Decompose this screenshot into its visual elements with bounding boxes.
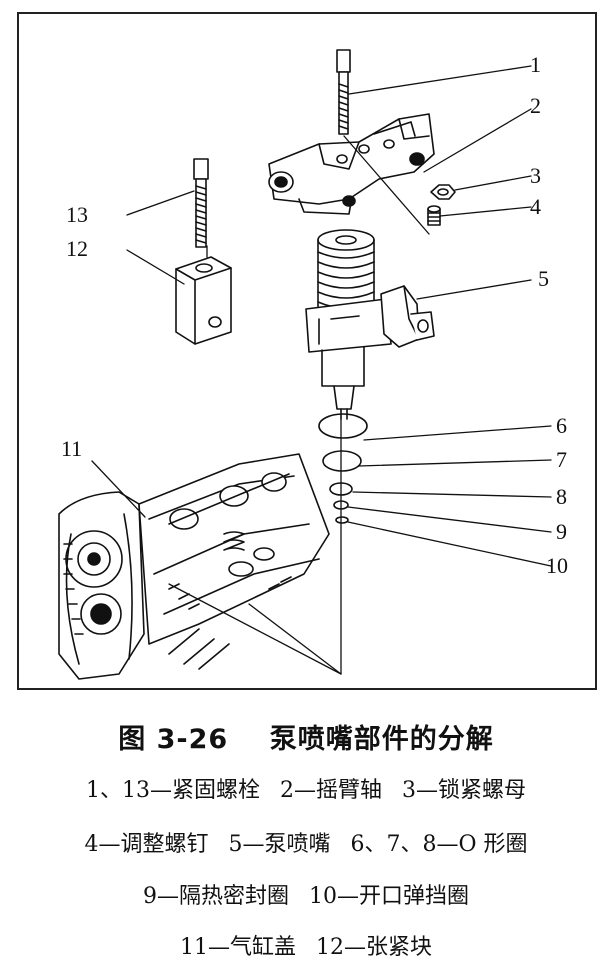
legend-item: 3—锁紧螺母 <box>402 778 526 803</box>
callout-4: 4 <box>530 194 541 219</box>
callout-11: 11 <box>61 436 83 461</box>
callout-12: 12 <box>66 236 88 261</box>
legend-item: 10—开口弹挡圈 <box>309 884 469 909</box>
bolt-1 <box>336 49 351 135</box>
callout-3: 3 <box>530 163 541 188</box>
figure-number: 图 3-26 <box>118 724 229 755</box>
legend-item: 6、7、8—O 形圈 <box>350 832 528 857</box>
o-ring-6 <box>318 413 368 439</box>
bolt-13 <box>193 158 209 248</box>
legend-row-4: 11—气缸盖 12—张紧块 <box>0 929 612 961</box>
legend-item: 4—调整螺钉 <box>84 832 209 857</box>
callout-6: 6 <box>556 413 567 438</box>
callout-2: 2 <box>530 93 541 118</box>
snap-ring-10 <box>335 516 349 524</box>
legend-item: 12—张紧块 <box>316 935 432 960</box>
tension-block <box>175 256 232 345</box>
legend-row-1: 1、13—紧固螺栓 2—摇臂轴 3—锁紧螺母 <box>0 772 612 804</box>
callout-5: 5 <box>538 266 549 291</box>
adjusting-screw <box>427 205 441 226</box>
leader-lines <box>91 65 552 675</box>
exploded-view-drawing <box>58 49 552 680</box>
pump-injector <box>305 229 435 420</box>
legend-item: 9—隔热密封圈 <box>143 884 289 909</box>
figure-caption: 图 3-26 泵喷嘴部件的分解 <box>0 717 612 756</box>
callout-8: 8 <box>556 484 567 509</box>
o-ring-7 <box>322 450 362 472</box>
legend-row-2: 4—调整螺钉 5—泵喷嘴 6、7、8—O 形圈 <box>0 826 612 858</box>
legend-item: 5—泵喷嘴 <box>228 832 331 857</box>
lock-nut <box>430 184 456 200</box>
callout-7: 7 <box>556 447 567 472</box>
legend-item: 1、13—紧固螺栓 <box>86 778 260 803</box>
legend-item: 2—摇臂轴 <box>280 778 382 803</box>
cylinder-head <box>58 453 330 680</box>
legend-item: 11—气缸盖 <box>180 935 296 960</box>
rocker-shaft <box>268 113 435 215</box>
callout-13: 13 <box>66 202 88 227</box>
callout-9: 9 <box>556 519 567 544</box>
callout-1: 1 <box>530 52 541 77</box>
figure-title-text: 泵喷嘴部件的分解 <box>269 724 494 755</box>
callout-10: 10 <box>546 553 568 578</box>
legend-row-3: 9—隔热密封圈 10—开口弹挡圈 <box>0 878 612 910</box>
illustration-frame: 1 2 3 4 5 6 7 8 9 10 11 12 13 <box>17 12 597 690</box>
